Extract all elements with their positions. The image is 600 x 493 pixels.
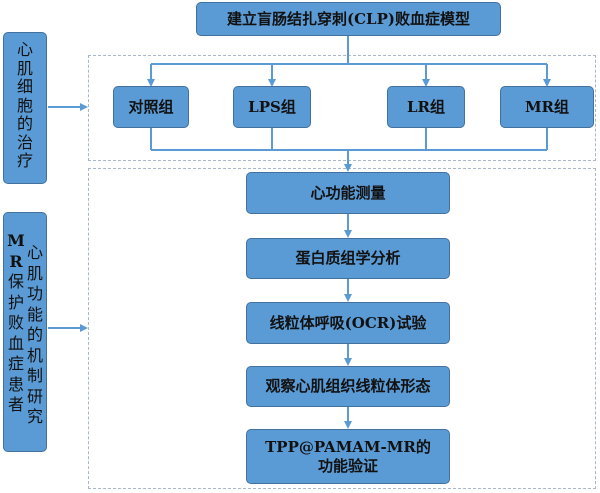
side-char: 能 — [26, 304, 43, 324]
side-char: 心 — [16, 40, 33, 59]
step-tpp-validation-box: TPP@PAMAM-MR的 功能验证 — [246, 429, 450, 484]
group-lr-box: LR组 — [387, 86, 465, 128]
side-char: 血 — [7, 333, 24, 353]
side-char: 机 — [26, 345, 43, 365]
side-char: 败 — [7, 313, 24, 332]
side-char: 护 — [7, 292, 24, 312]
side-char: 疗 — [16, 151, 33, 170]
side-char: M — [7, 231, 25, 250]
side-char: 保 — [7, 272, 24, 291]
side-char: 症 — [7, 354, 24, 373]
side-char: 细 — [16, 77, 33, 96]
group-mr-label: MR组 — [524, 97, 570, 116]
side-char: 的 — [26, 325, 43, 344]
step-tpp-validation-line2: 功能验证 — [317, 456, 378, 475]
clp-model-box: 建立盲肠结扎穿刺(CLP)败血症模型 — [196, 2, 501, 36]
side-char: 患 — [7, 374, 24, 394]
step-proteomics-box: 蛋白质组学分析 — [246, 238, 450, 279]
cardiomyocyte-treatment-box: 心 肌 细 胞 的 治 疗 — [3, 32, 47, 184]
group-lr-label: LR组 — [406, 97, 445, 116]
side-char: 功 — [26, 284, 43, 303]
step-mitochondria-morphology-label: 观察心肌组织线粒体形态 — [265, 377, 431, 396]
mechanism-region — [88, 168, 596, 489]
group-lps-label: LPS组 — [248, 97, 296, 116]
group-mr-box: MR组 — [500, 86, 594, 128]
group-lps-box: LPS组 — [233, 86, 311, 128]
side-char: 者 — [7, 395, 24, 414]
step-cardiac-function-label: 心功能测量 — [310, 183, 386, 202]
side-char: 胞 — [16, 95, 33, 115]
side-char: 心 — [26, 243, 43, 262]
side-char: 肌 — [26, 263, 43, 283]
group-control-box: 对照组 — [113, 86, 189, 128]
mechanism-study-box: M R 保 护 败 血 症 患 者 心 肌 功 能 的 机 制 研 究 — [3, 212, 47, 452]
step-ocr-assay-label: 线粒体呼吸(OCR)试验 — [269, 313, 427, 332]
side-char: R — [9, 251, 23, 271]
side-char: 研 — [26, 386, 43, 406]
group-control-label: 对照组 — [128, 97, 174, 116]
step-ocr-assay-box: 线粒体呼吸(OCR)试验 — [246, 302, 450, 344]
clp-model-label: 建立盲肠结扎穿刺(CLP)败血症模型 — [227, 9, 470, 28]
treatment-region — [88, 55, 596, 161]
side-char: 治 — [16, 132, 33, 152]
side-char: 制 — [26, 366, 43, 385]
step-mitochondria-morphology-box: 观察心肌组织线粒体形态 — [246, 366, 450, 407]
side-char: 的 — [16, 114, 33, 133]
step-cardiac-function-box: 心功能测量 — [246, 172, 450, 214]
step-tpp-validation-line1: TPP@PAMAM-MR的 — [265, 437, 431, 456]
step-proteomics-label: 蛋白质组学分析 — [295, 249, 401, 268]
side-char: 肌 — [16, 58, 33, 78]
side-char: 究 — [26, 407, 43, 426]
